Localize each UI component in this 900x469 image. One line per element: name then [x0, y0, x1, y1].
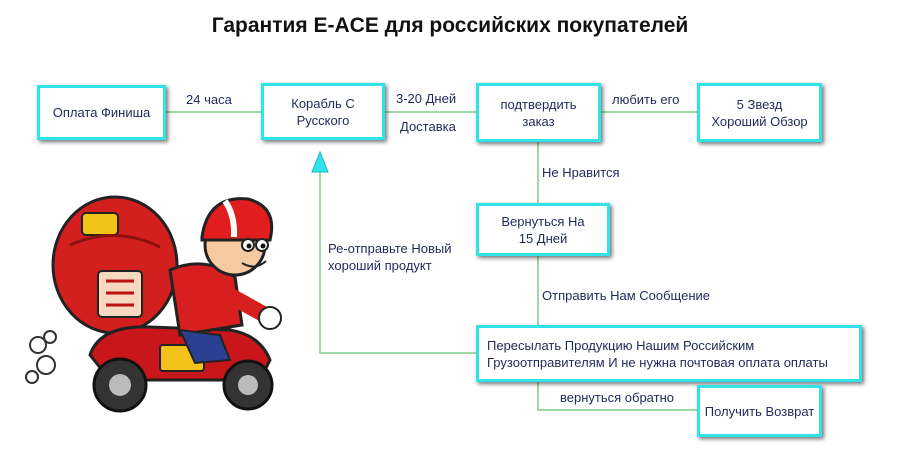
label-resend: Ре-отправьте Новый хороший продукт: [328, 240, 452, 274]
label-go-back: вернуться обратно: [560, 390, 674, 405]
connector-forward-ship: [319, 168, 476, 354]
box-forward-line1: Пересылать Продукцию Нашим Российским: [487, 337, 755, 353]
box-return-15-days: Вернуться На 15 Дней: [476, 203, 610, 256]
label-dislike: Не Нравится: [542, 165, 620, 180]
box-confirm-line1: подтвердить: [500, 96, 577, 112]
box-payment-finish: Оплата Финиша: [37, 85, 166, 140]
label-24-hours: 24 часа: [186, 92, 232, 107]
courier-scooter-icon: [25, 195, 282, 413]
box-ship-line1: Корабль С: [291, 95, 355, 111]
label-resend-line1: Ре-отправьте Новый: [328, 241, 452, 256]
box-five-stars: 5 Звезд Хороший Обзор: [697, 83, 822, 142]
connector-forward-refund: [537, 382, 697, 411]
label-3-20-days: 3-20 Дней: [396, 91, 457, 106]
box-return-line2: 15 Дней: [518, 230, 568, 246]
box-forward-line2: Грузоотправителям И не нужна почтовая оп…: [487, 354, 828, 370]
box-payment-text: Оплата Финиша: [52, 105, 151, 120]
page-title: Гарантия E-ACE для российских покупателе…: [211, 14, 689, 37]
box-ship-line2: Русского: [296, 112, 350, 128]
box-return-line1: Вернуться На: [501, 213, 585, 229]
box-refund-text: Получить Возврат: [704, 403, 815, 419]
label-resend-line2: хороший продукт: [328, 258, 432, 273]
box-confirm-order: подтвердить заказ: [476, 83, 601, 142]
box-ship-russian: Корабль С Русского: [261, 83, 385, 140]
label-delivery: Доставка: [400, 119, 456, 134]
arrow-up-icon: [311, 150, 329, 173]
box-forward-products: Пересылать Продукцию Нашим Российским Гр…: [476, 325, 862, 382]
box-stars-line2: Хороший Обзор: [711, 113, 808, 129]
label-like-it: любить его: [612, 92, 680, 107]
label-send-message: Отправить Нам Сообщение: [542, 288, 710, 303]
box-get-refund: Получить Возврат: [697, 385, 822, 437]
box-stars-line1: 5 Звезд: [736, 96, 783, 112]
box-confirm-line2: заказ: [522, 113, 555, 129]
